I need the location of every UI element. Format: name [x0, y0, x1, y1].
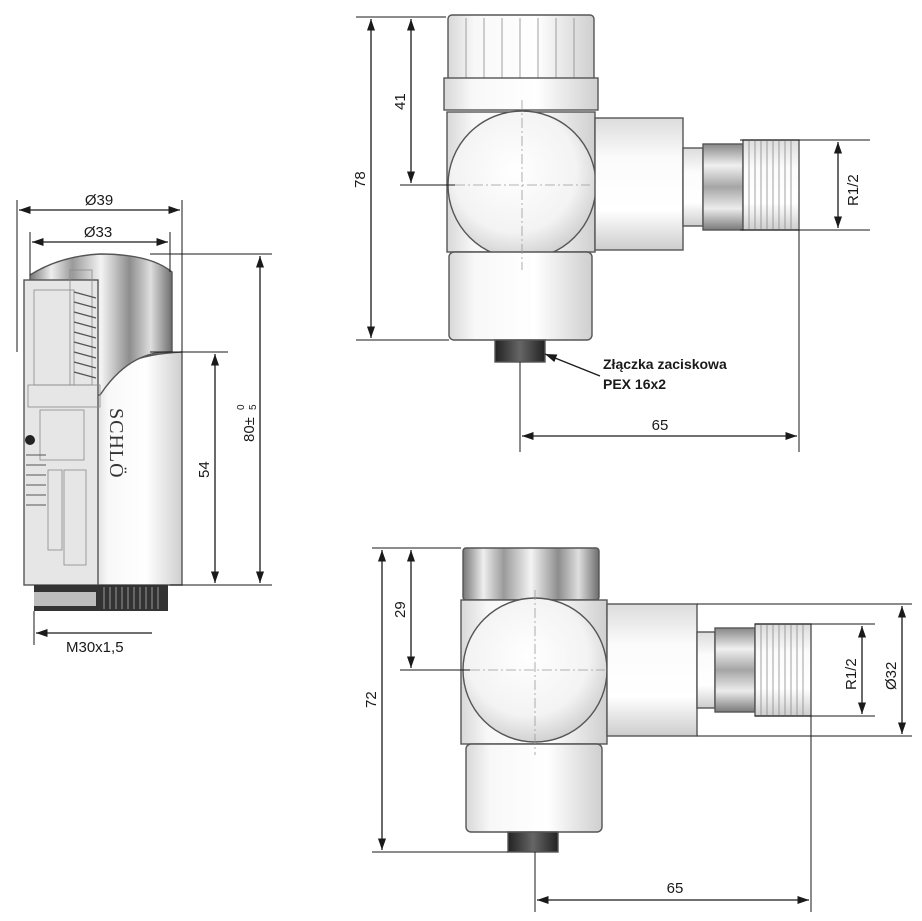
left-view-head: SCHLÖ Ø39 Ø33 80± 0 5 54 M30x1,5	[16, 192, 272, 656]
valve2-lower-body	[465, 743, 603, 833]
dim-body-height: 54	[196, 461, 213, 478]
dim-total-height-tol-upper: 0	[236, 404, 247, 410]
dim-height-cap-top: 41	[392, 93, 409, 110]
valve2-side-housing	[606, 603, 698, 737]
valve-pex-connector	[494, 339, 546, 363]
dim-length-bottom: 65	[667, 880, 684, 897]
bottom-right-view-valve: 72 29 R1/2 Ø32 65	[363, 547, 912, 912]
head-brand-text: SCHLÖ	[105, 408, 128, 479]
valve2-pex-connector	[507, 831, 559, 853]
dim-outer-diameter: Ø39	[85, 192, 113, 209]
head-spring	[73, 291, 97, 379]
dim-total-height-tol-lower: 5	[248, 404, 259, 410]
dim-height-cap-bottom: 29	[392, 601, 409, 618]
top-right-view-valve: 78 41 R1/2 65 Złączka zaciskowa PEX 16x2	[352, 14, 870, 452]
valve-side-housing	[594, 117, 684, 251]
valve2-cap-chrome	[462, 547, 600, 601]
callout-leader	[544, 353, 601, 377]
dim-total-height: 80±	[241, 417, 258, 442]
valve-cap-ribbed	[447, 14, 595, 86]
dim-height-total-top: 78	[352, 171, 369, 188]
valve-lower-body	[448, 251, 593, 341]
dim-thread: M30x1,5	[66, 639, 124, 656]
callout-line1: Złączka zaciskowa	[603, 356, 727, 372]
dim-length-top: 65	[652, 417, 669, 434]
callout-line2: PEX 16x2	[603, 376, 666, 392]
dim-inner-diameter: Ø33	[84, 224, 112, 241]
dim-thread-bottom: R1/2	[843, 658, 860, 690]
dim-thread-top: R1/2	[845, 174, 862, 206]
dim-diameter-bottom: Ø32	[883, 662, 900, 690]
dim-height-total-bottom: 72	[363, 691, 380, 708]
